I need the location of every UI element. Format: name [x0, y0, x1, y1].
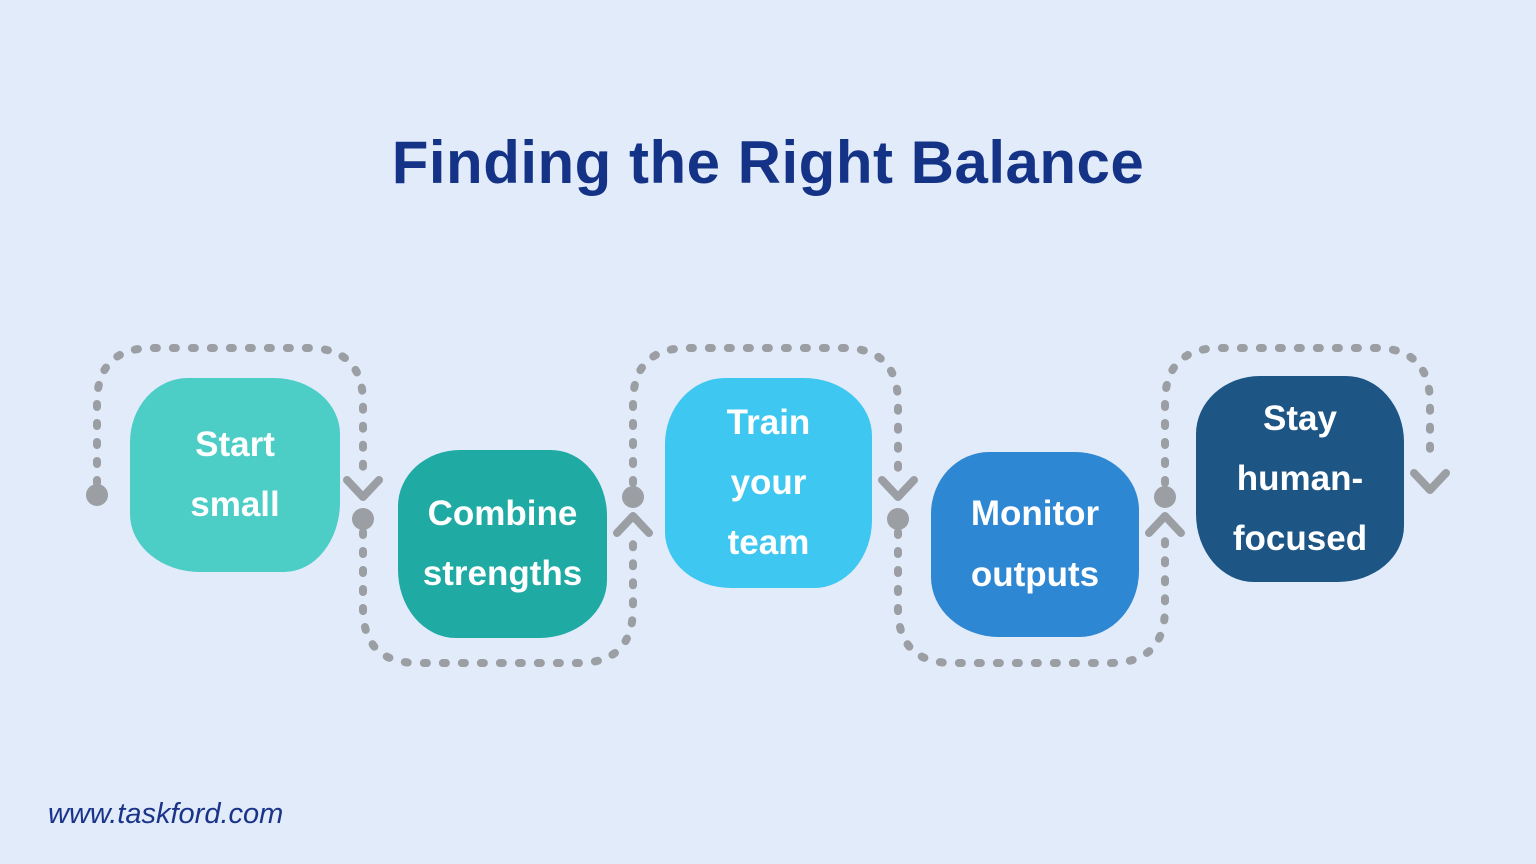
step-stay-human-focused: Stay human- focused [1196, 376, 1404, 582]
junction-dot [352, 508, 374, 530]
step-train-your-team: Train your team [665, 378, 872, 588]
arrow-down-icon [343, 476, 383, 501]
arrow-down-icon [878, 476, 918, 501]
step-label: Combine strengths [422, 493, 583, 593]
step-label: Stay human- focused [1232, 398, 1368, 559]
junction-dot [887, 508, 909, 530]
step-label: Monitor outputs [970, 494, 1100, 594]
step-label: Start small [190, 424, 280, 524]
arrow-up-icon [613, 512, 653, 537]
page-title: Finding the Right Balance [391, 129, 1145, 197]
step-combine-strengths: Combine strengths [398, 450, 607, 638]
junction-dot [1154, 486, 1176, 508]
step-label: Train your team [726, 402, 811, 563]
junction-dot [622, 486, 644, 508]
website-watermark: www.taskford.com [48, 798, 284, 830]
arrow-down-icon [1410, 469, 1450, 494]
start-dot [86, 484, 108, 506]
step-start-small: Start small [130, 378, 340, 572]
arrow-up-icon [1145, 512, 1185, 537]
step-monitor-outputs: Monitor outputs [931, 452, 1139, 637]
